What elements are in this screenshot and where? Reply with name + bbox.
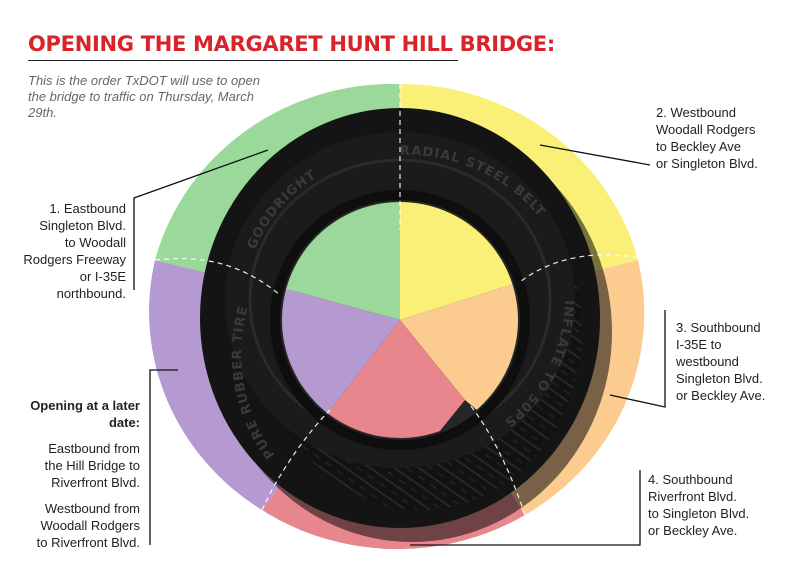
later-date-item-2: Westbound from Woodall Rodgers to Riverf…: [36, 501, 140, 550]
leader-later: [149, 369, 178, 545]
segment-orange-inner: [400, 270, 518, 438]
leader-lines: [133, 144, 666, 546]
subtitle: This is the order TxDOT will use to open…: [28, 73, 260, 120]
later-date-heading: Opening at a later date:: [30, 398, 140, 430]
segment-yellow-inner: [400, 202, 518, 320]
label-segment-1: 1. Eastbound Singleton Blvd. to Woodall …: [23, 201, 126, 301]
label-segment-4: 4. Southbound Riverfront Blvd. to Single…: [648, 472, 750, 538]
segment-red-inner: [330, 320, 465, 438]
segment-dividers: [154, 84, 639, 516]
later-date-block: Opening at a later date: Eastbound from …: [2, 397, 140, 551]
page-title: OPENING THE MARGARET HUNT HILL BRIDGE:: [28, 32, 555, 56]
leader-4: [410, 470, 641, 546]
later-date-item-1: Eastbound from the Hill Bridge to Riverf…: [44, 441, 140, 490]
label-segment-2: 2. Westbound Woodall Rodgers to Beckley …: [656, 105, 758, 171]
label-segment-3: 3. Southbound I-35E to westbound Singlet…: [676, 320, 766, 403]
leader-2: [539, 144, 651, 166]
leader-3: [609, 310, 666, 408]
leader-1: [133, 149, 269, 290]
title-divider: [28, 60, 458, 61]
